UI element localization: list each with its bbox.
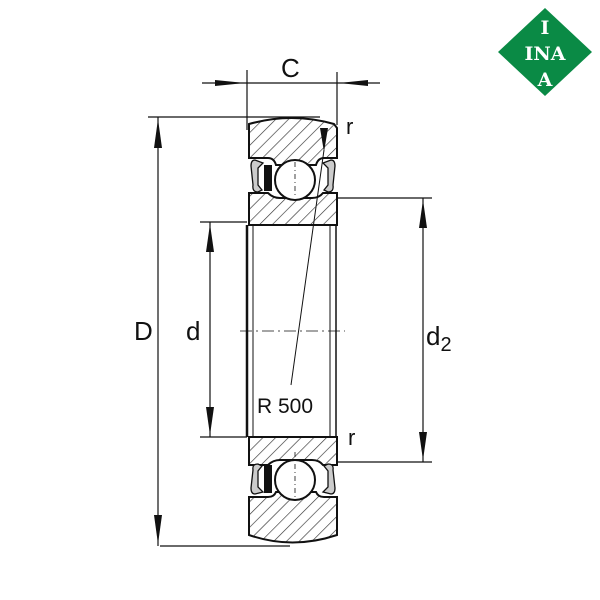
outer-ring [248,117,338,166]
arrow-up-icon [154,119,162,148]
label-r-top: r [346,114,353,139]
ball [274,159,316,201]
dimension-d-bore: d [186,221,247,438]
arrow-down-icon [206,407,214,435]
dimension-d2: d2 [337,197,452,463]
seal-left [250,159,265,193]
arrow-down-icon [154,515,162,544]
seal-right [321,463,336,495]
label-radius: R 500 [257,395,313,418]
outer-ring [248,491,338,544]
inner-ring [248,192,338,226]
label-d: d [186,316,200,346]
label-D: D [134,316,153,346]
svg-text:INA: INA [525,43,566,65]
label-c: C [281,53,300,83]
arrow-left-icon [339,80,368,86]
inner-ring [248,436,338,466]
seal-right [321,159,336,193]
arrow-up-icon [206,224,214,252]
arrow-down-icon [419,432,427,460]
top-bearing-section: r [248,114,353,226]
svg-text:I: I [541,17,550,39]
bottom-bearing-section: r [248,425,355,544]
cage-left [264,165,272,191]
ina-logo: I INA A [498,8,592,96]
dimension-c: C [202,53,380,130]
label-d2: d2 [426,321,452,356]
seal-left [250,463,265,495]
logo-diamond [498,8,592,96]
dimension-d-outer: D [134,116,320,547]
cage-left [264,465,272,493]
bore-lines [240,149,345,437]
arrow-right-icon [215,80,245,86]
label-r-bottom: r [348,425,355,450]
arrow-up-icon [419,200,427,228]
svg-text:A: A [537,69,553,91]
